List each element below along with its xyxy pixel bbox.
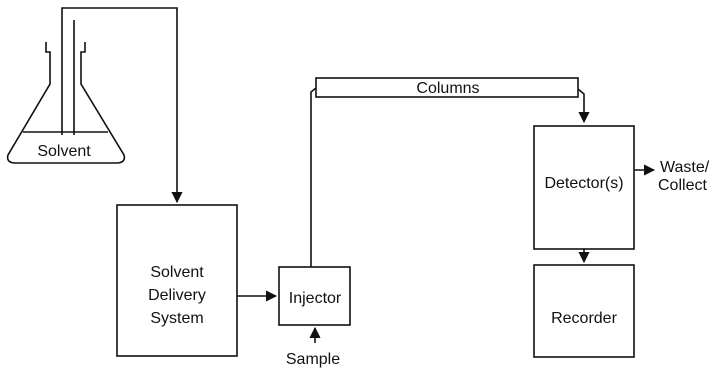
solvent-delivery-system: Solvent Delivery System	[116, 204, 238, 357]
columns-label: Columns	[416, 80, 479, 97]
delivery-label-line3: System	[150, 310, 203, 327]
injector-label: Injector	[289, 290, 342, 307]
waste-label-line1: Waste/	[660, 159, 710, 176]
recorder: Recorder	[533, 264, 635, 358]
sample-label: Sample	[286, 351, 340, 368]
detector-label: Detector(s)	[544, 175, 623, 192]
solvent-label: Solvent	[37, 143, 91, 160]
columns: Columns	[315, 77, 579, 98]
injector-to-columns-line	[310, 87, 317, 267]
detector: Detector(s)	[533, 125, 635, 250]
recorder-label: Recorder	[551, 310, 617, 327]
columns-to-detector-arrow	[577, 88, 590, 124]
delivery-label-line1: Solvent	[150, 264, 204, 281]
delivery-label-line2: Delivery	[148, 287, 206, 304]
waste-label-line2: Collect	[658, 177, 707, 194]
solvent-feed-line	[61, 7, 183, 204]
injector: Injector	[278, 266, 351, 326]
solvent-flask: Solvent	[6, 42, 126, 164]
